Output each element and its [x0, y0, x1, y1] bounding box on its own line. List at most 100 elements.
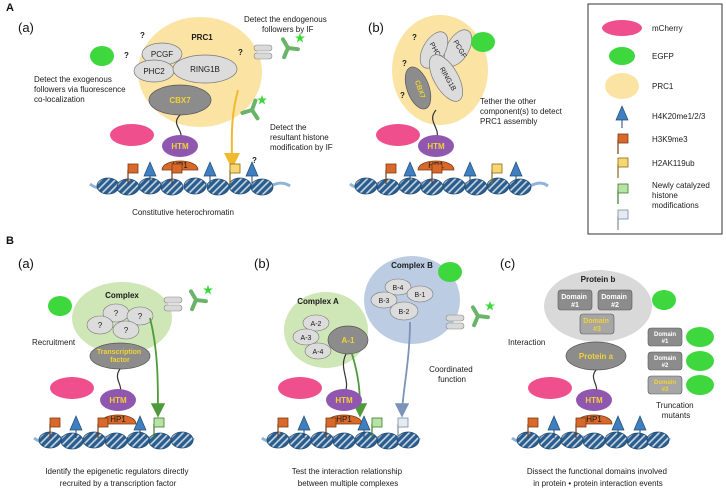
fluorescence-star-icon-ba [203, 285, 213, 295]
question-mark-b1: ? [412, 33, 417, 42]
htm-protein-b [418, 135, 454, 157]
htm-label-ba: HTM [109, 396, 127, 405]
egfp-tag-b [471, 32, 495, 52]
caption-bb: Test the interaction relationship betwee… [292, 467, 405, 488]
htm-protein [162, 135, 198, 157]
ring1b-subunit [172, 54, 238, 84]
cbx7-label: CBX7 [169, 96, 191, 105]
truncation-label: Truncation mutants [656, 401, 696, 420]
green-arrow-ba [149, 317, 166, 418]
htm-protein-ba [100, 389, 136, 411]
ring1b-label: RING1B [190, 65, 220, 74]
question-mark-3: ? [238, 48, 243, 57]
egfp-tag-bc [652, 290, 676, 310]
svg-text:Domain#3: Domain#3 [654, 380, 676, 393]
egfp-tag-ba [48, 296, 72, 316]
chromatin-fiber [89, 161, 291, 196]
mcherry-tag [110, 124, 154, 146]
pcgf-label: PCGF [151, 50, 173, 59]
hp1-label-bb: HP1 [336, 415, 352, 424]
note-tether: Tether the other component(s) to detect … [480, 97, 564, 126]
coordinated-label: Coordinated function [429, 365, 475, 384]
ring1b-subunit-b [429, 54, 463, 102]
legend-box [587, 3, 723, 235]
complex-b-label: Complex B [391, 261, 433, 270]
complex-a-label: Complex A [297, 297, 339, 306]
egfp-tag-bb [438, 262, 462, 282]
recruitment-label: Recruitment [32, 338, 76, 347]
question-mark-2: ? [124, 51, 129, 60]
mcherry-tag-b [376, 124, 420, 146]
legend-swatch-prc1 [605, 73, 639, 99]
chromatin-fiber-ba [33, 415, 195, 450]
caption-bc: Dissect the functional domains involved … [527, 467, 669, 488]
section-a-letter: A [6, 2, 14, 14]
antibody-icon-ba [182, 285, 208, 312]
panel-b-b-label: (b) [254, 256, 270, 271]
svg-text:Domain#1: Domain#1 [654, 332, 676, 345]
htm-label: HTM [171, 142, 189, 151]
domain-3 [579, 313, 615, 335]
svg-text:B-2: B-2 [399, 309, 410, 316]
hp1-label-ba: HP1 [110, 415, 126, 424]
htm-label-bc: HTM [585, 396, 603, 405]
cbx7-subunit-b [404, 66, 432, 110]
panel-b-a-label: (a) [18, 256, 34, 271]
legend-swatch-egfp [609, 47, 635, 65]
a1-subunit [327, 325, 369, 355]
htm-label-bb: HTM [335, 396, 353, 405]
interaction-label: Interaction [508, 338, 545, 347]
green-arrow-bb [351, 353, 368, 418]
question-mark-1: ? [140, 31, 145, 40]
fluorescence-star-icon-bb [485, 301, 495, 311]
prc1-label: PRC1 [191, 33, 213, 42]
unknown-subunits: ? ? ? ? [86, 303, 154, 340]
chromatin-fiber-bb [261, 415, 421, 450]
mcherry-tag-ba [50, 377, 94, 399]
question-mark-4: ? [252, 156, 257, 165]
svg-text:?: ? [98, 321, 103, 330]
chromatin-fiber-b [349, 161, 549, 196]
legend-swatch-mcherry [602, 20, 642, 36]
svg-text:A-2: A-2 [311, 321, 322, 328]
panel-b-c-label: (c) [500, 256, 515, 271]
note-exogenous: Detect the exogenous followers via fluor… [34, 75, 128, 104]
complex-label: Complex [105, 291, 139, 300]
question-mark-b2: ? [402, 59, 407, 68]
legend-egfp: EGFP [652, 52, 674, 61]
transcription-factor-label: Transcription factor [97, 349, 143, 364]
panel-a-a-label: (a) [18, 20, 34, 35]
fluorescence-star-icon [295, 33, 305, 43]
htm-label-b: HTM [427, 142, 445, 151]
svg-text:?: ? [138, 312, 143, 321]
caption-ba: Identify the epigenetic regulators direc… [45, 467, 190, 488]
question-mark-b3: ? [400, 91, 405, 100]
mcherry-tag-bc [528, 377, 572, 399]
svg-text:Domain#2: Domain#2 [654, 356, 676, 369]
legend-new-mod: Newly catalyzed histone modifications [652, 181, 712, 210]
phc2-label: PHC2 [143, 67, 165, 76]
fluorescence-star-icon-2 [257, 95, 267, 105]
section-b-letter: B [6, 235, 14, 247]
chromatin-fiber-bc [511, 415, 671, 450]
domain-2 [597, 289, 633, 311]
complex-b-subunits: B-4 B-1 B-3 B-2 [370, 278, 434, 321]
complex-a-subunits: A-2 A-3 A-4 [292, 314, 332, 360]
legend-h4k20: H4K20me1/2/3 [652, 112, 706, 121]
svg-text:?: ? [124, 326, 129, 335]
domain-2-label: Domain #2 [601, 294, 629, 309]
svg-text:B-3: B-3 [379, 298, 390, 305]
legend-h2ak119: H2AK119ub [652, 159, 695, 168]
truncation-mutants: Domain#1 Domain#2 Domain#3 [647, 327, 714, 395]
blue-arrow-bb [394, 321, 411, 418]
domain-1-label: Domain #1 [561, 294, 589, 309]
protein-a-label: Protein a [579, 352, 614, 361]
htm-protein-bb [326, 389, 362, 411]
caption-heterochromatin: Constitutive heterochromatin [132, 208, 234, 217]
antibody-icon [274, 33, 300, 60]
htm-protein-bc [576, 389, 612, 411]
domain-1 [557, 289, 593, 311]
yellow-arrow [223, 89, 240, 169]
legend-mcherry: mCherry [652, 24, 683, 33]
